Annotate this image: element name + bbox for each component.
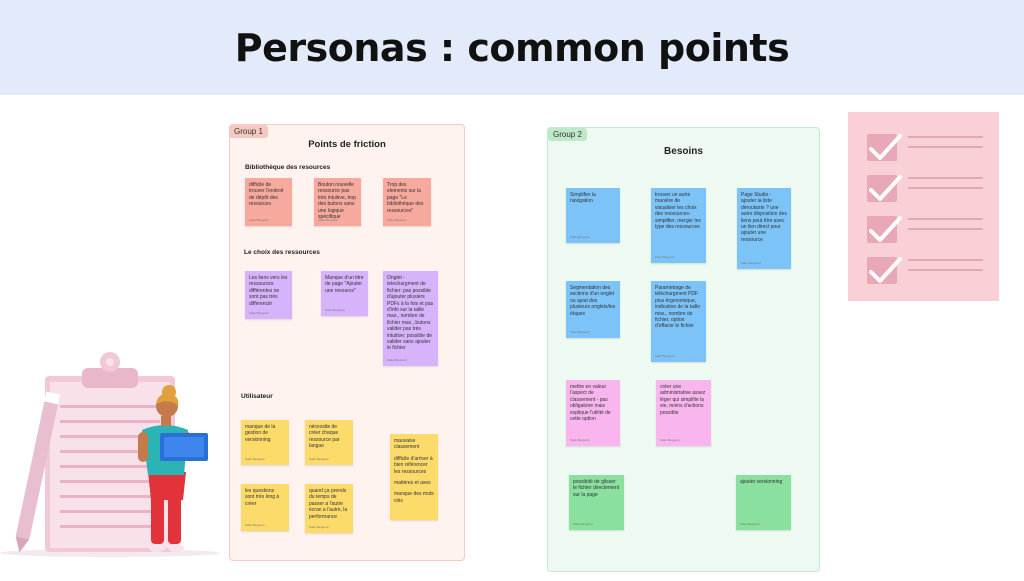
group1-title: Points de friction (308, 139, 386, 150)
section-choix: Le choix des ressources (244, 249, 320, 256)
section-utilisateur: Utilisateur (241, 393, 273, 400)
person-with-laptop-illustration (0, 340, 230, 576)
clipboard-illustration (0, 352, 220, 557)
sticky-note[interactable]: les questions sont très long à créer Kat… (241, 484, 289, 531)
sticky-note[interactable]: manque de la gestion de versionning Kati… (241, 420, 289, 465)
section-bibliotheque: Bibliothèque des resources (245, 164, 331, 171)
sticky-note[interactable]: trouver un autre manière de visualiser l… (651, 188, 706, 263)
checklist-icon (867, 134, 983, 284)
sticky-note[interactable]: créer une administrative assez léger qui… (656, 380, 711, 446)
sticky-note[interactable]: Trop des elements sur la page "Le biblio… (383, 178, 431, 226)
sticky-note[interactable]: nécessite de créer chaque ressource par … (305, 420, 353, 465)
page-title: Personas : common points (234, 25, 790, 70)
sticky-note[interactable]: mettre en valeur l'aspect de classement … (566, 380, 620, 446)
title-banner: Personas : common points (0, 0, 1024, 95)
sticky-note[interactable]: difficile de trouver l'endroit de dépôt … (245, 178, 292, 226)
group2-title: Besoins (664, 146, 703, 157)
sticky-note[interactable]: quand ça prends du temps de passer a l'a… (305, 484, 353, 533)
sticky-note[interactable]: Onglet - telechargment de fichier: pas p… (383, 271, 438, 366)
sticky-note[interactable]: Bouton nouvelle ressource pas très intui… (314, 178, 361, 226)
sticky-note[interactable]: ajouter versionning Katie Bergeron (736, 475, 791, 530)
sticky-note[interactable]: Manque d'un titre de page "Ajouter une r… (321, 271, 368, 316)
sticky-note[interactable]: Page Studio - ajouter la liste déroulant… (737, 188, 791, 269)
sticky-note[interactable]: Les liens vers les ressources différente… (245, 271, 292, 319)
sticky-note[interactable]: Segmentation des sections d'un onglet ou… (566, 281, 620, 338)
sticky-note[interactable]: possibité de glisser le fichier directem… (569, 475, 624, 530)
checklist-illustration (848, 112, 999, 301)
group2-tag[interactable]: Group 2 (548, 128, 587, 141)
sticky-note[interactable]: mauvaise classement difficile d'arriver … (390, 434, 438, 520)
sticky-note[interactable]: Simplifier la navigation Katie Bergeron (566, 188, 620, 243)
group1-tag[interactable]: Group 1 (229, 125, 268, 138)
sticky-note[interactable]: Parametrage de téléchargment PDF plus ér… (651, 281, 706, 362)
